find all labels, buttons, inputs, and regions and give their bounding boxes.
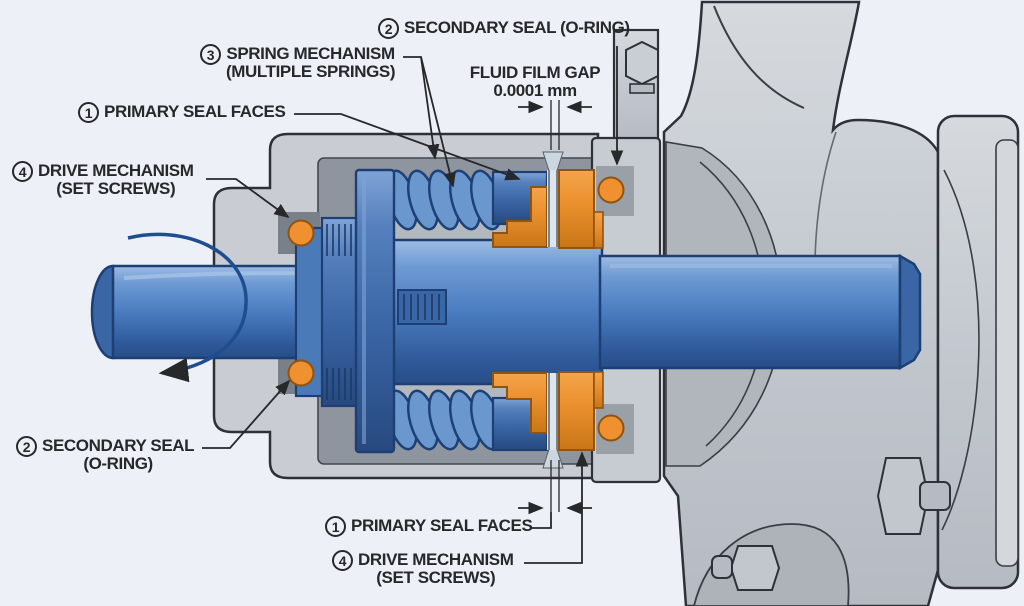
label-secondary-seal-bottom: 2 SECONDARY SEAL (O-RING) [16, 436, 195, 473]
flange-nut [876, 457, 930, 535]
label-text: PRIMARY SEAL FACES [351, 516, 533, 535]
dim-ext-bottom [550, 460, 560, 512]
label-secondary-seal-top: 2 SECONDARY SEAL (O-RING) [378, 18, 630, 39]
label-text: SECONDARY SEAL (O-RING) [404, 18, 630, 37]
shaft-rotation-arrow [127, 232, 248, 383]
flange-face [995, 139, 1019, 567]
stationary-face-top-step [593, 211, 604, 249]
label-circled-number: 2 [16, 436, 37, 457]
sleeve-thread-stub [397, 289, 447, 325]
gland-bolt-washer [629, 83, 655, 94]
label-text: (MULTIPLE SPRINGS) [226, 62, 396, 81]
shaft-right [598, 254, 902, 370]
label-primary-seal-top: 1 PRIMARY SEAL FACES [78, 102, 286, 123]
oring-sleeve-bottom [287, 359, 315, 387]
label-text: SPRING MECHANISM [226, 44, 395, 63]
label-text: (SET SCREWS) [376, 568, 496, 587]
label-text: SECONDARY SEAL [42, 436, 195, 455]
label-circled-number: 4 [12, 161, 33, 182]
label-circled-number: 4 [332, 550, 353, 571]
label-circled-number: 2 [378, 18, 399, 39]
label-drive-mechanism-left: 4 DRIVE MECHANISM (SET SCREWS) [12, 161, 194, 198]
flange-stud [919, 481, 951, 511]
leader-lines [202, 46, 624, 564]
oring-gland-bottom [597, 414, 625, 442]
gland-bolt [625, 40, 659, 86]
leader-primary-seal-top [294, 113, 521, 181]
label-text: 0.0001 mm [493, 81, 577, 100]
label-text: DRIVE MECHANISM [38, 161, 194, 180]
fluid-film-gap-bottom [547, 373, 559, 450]
springs-top [385, 169, 503, 231]
set-screw-threads [326, 224, 352, 400]
label-fluid-film-gap: FLUID FILM GAP 0.0001 mm [455, 64, 615, 100]
label-circled-number: 1 [325, 516, 346, 537]
stationary-face-bottom-step [593, 371, 604, 409]
stationary-face-bottom [558, 371, 595, 451]
label-text: PRIMARY SEAL FACES [104, 102, 286, 121]
drive-flange [354, 168, 396, 454]
label-text: (SET SCREWS) [56, 179, 176, 198]
set-screw-collar [320, 216, 360, 408]
fluid-film-gap-top [547, 170, 559, 247]
leader-primary-seal-bottom [532, 512, 552, 529]
leader-drive-left [206, 178, 290, 219]
leader-secondary-seal-bottom [202, 379, 291, 449]
oring-gland-top [597, 176, 625, 204]
flange-inner-curve [941, 169, 980, 531]
casing-stud-tip [711, 555, 733, 579]
dim-ext-top [550, 100, 560, 150]
casing-stud-nut [729, 545, 781, 591]
label-primary-seal-bottom: 1 PRIMARY SEAL FACES [325, 516, 533, 537]
label-text: (O-RING) [83, 454, 153, 473]
springs-bottom [385, 389, 503, 451]
label-circled-number: 1 [78, 102, 99, 123]
label-text: DRIVE MECHANISM [358, 550, 514, 569]
stationary-face-top [558, 169, 595, 249]
label-text: FLUID FILM GAP [469, 63, 601, 82]
oring-sleeve-top [287, 219, 315, 247]
label-spring-mechanism: 3 SPRING MECHANISM (MULTIPLE SPRINGS) [200, 44, 396, 81]
seal-faces [287, 151, 625, 469]
label-drive-mechanism-bottom: 4 DRIVE MECHANISM (SET SCREWS) [332, 550, 514, 587]
volute-inner-curve [713, 5, 805, 109]
sleeve-stub-threads [403, 294, 440, 320]
shaft-right-end [898, 253, 922, 371]
label-circled-number: 3 [200, 44, 221, 65]
leader-drive-bottom [524, 451, 589, 564]
leader-spring-2 [420, 56, 456, 188]
